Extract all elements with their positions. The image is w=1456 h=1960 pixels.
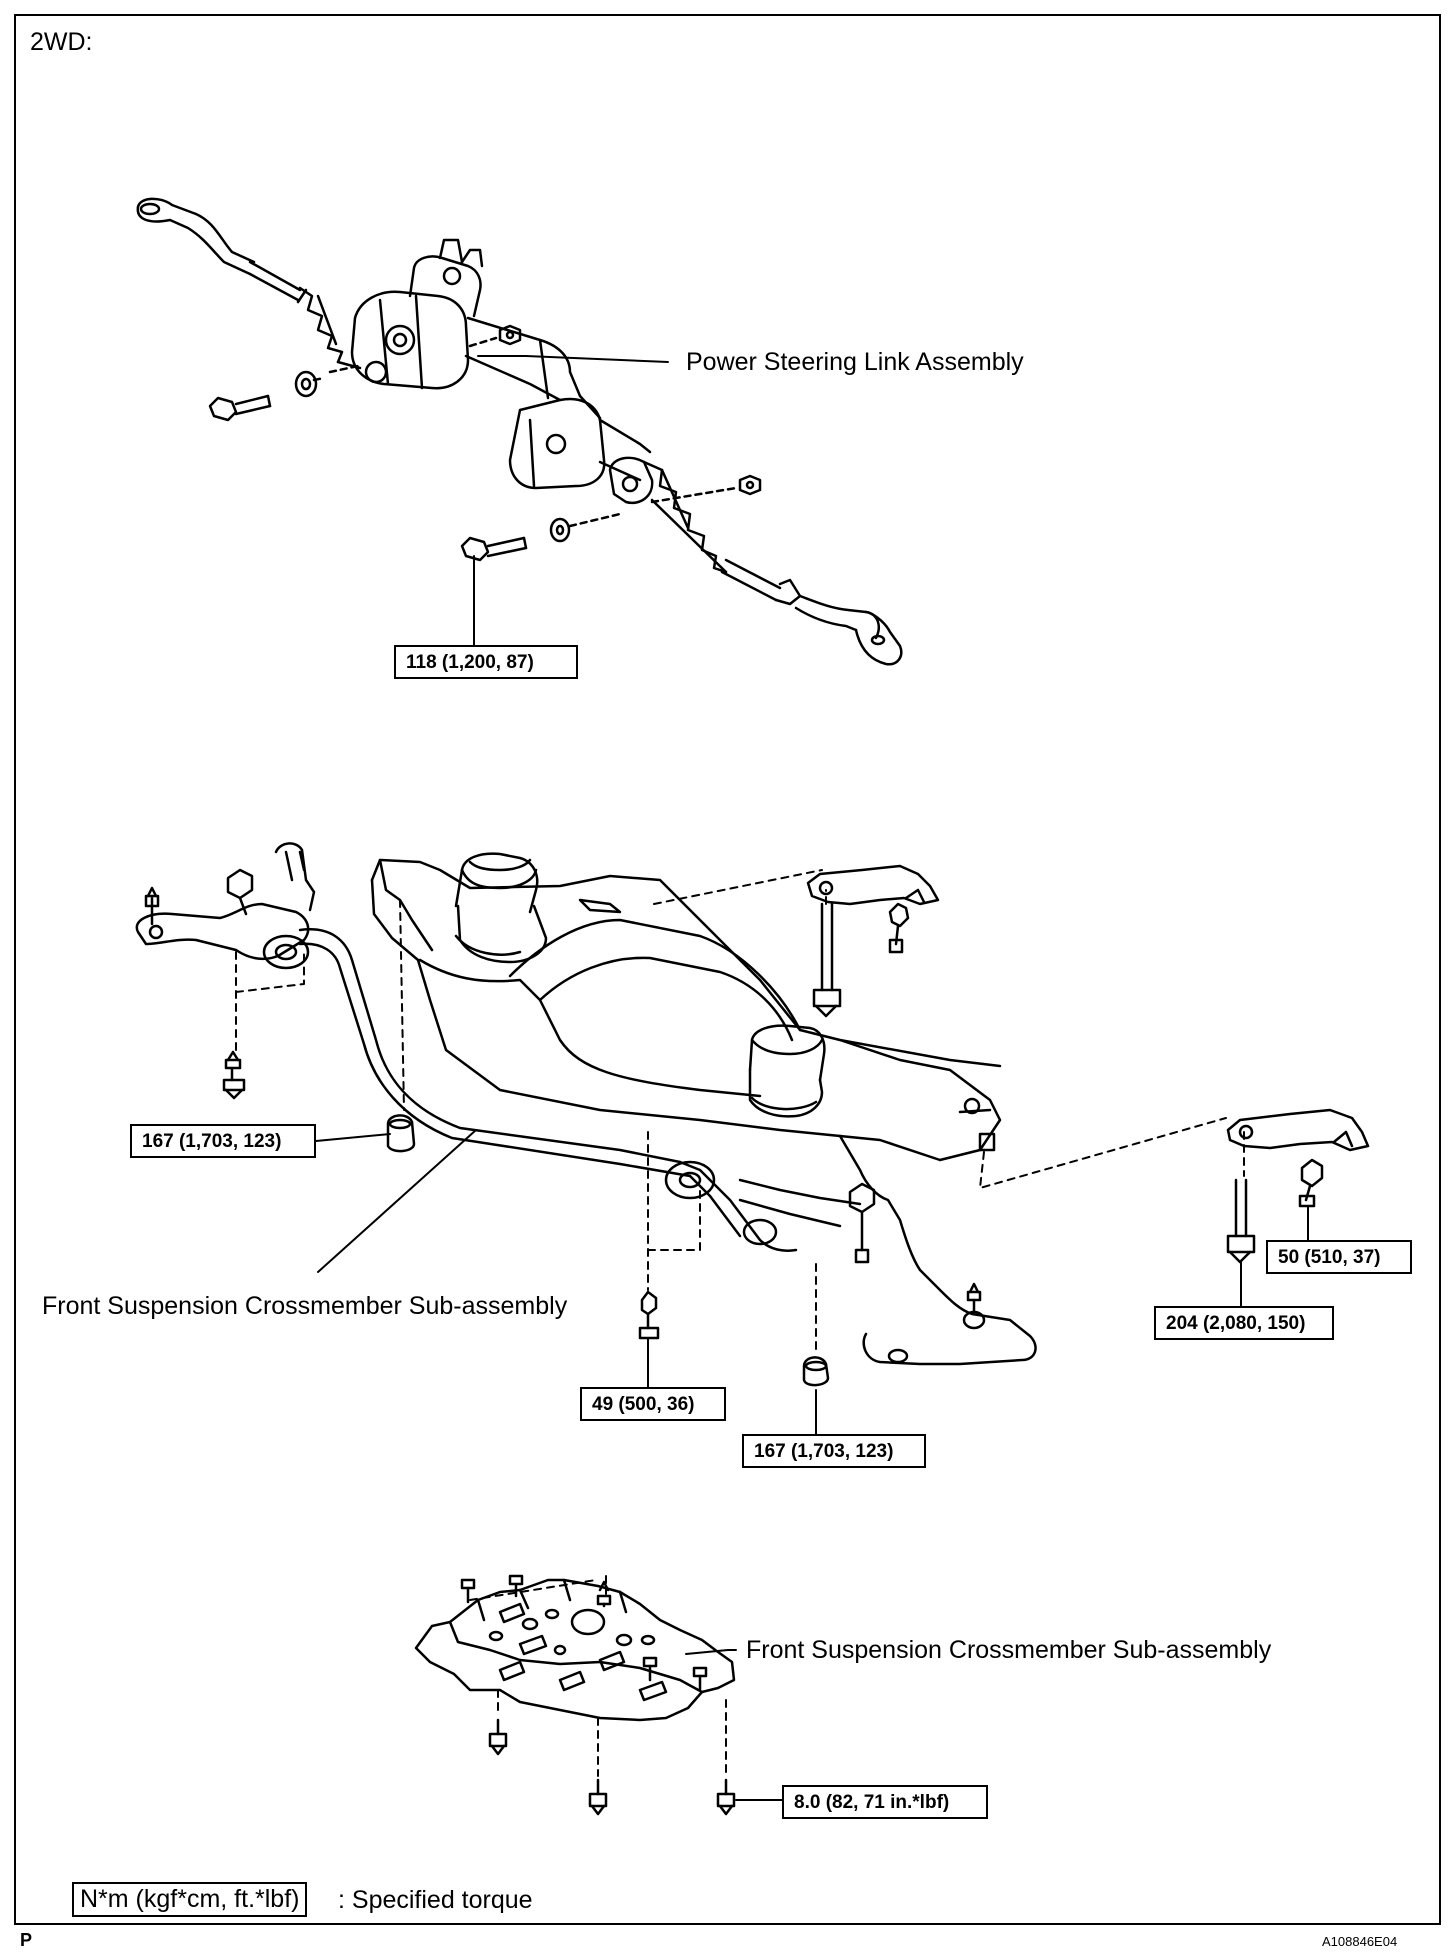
variant-label: 2WD:: [30, 28, 93, 56]
crossmember-lower-label: Front Suspension Crossmember Sub-assembl…: [746, 1636, 1272, 1664]
torque-crossmember-center: 167 (1,703, 123): [742, 1434, 926, 1468]
under-cover-illustration: [414, 1574, 783, 1816]
torque-bracket-small: 50 (510, 37): [1266, 1240, 1412, 1274]
power-steering-label: Power Steering Link Assembly: [686, 348, 1024, 376]
legend-unit-box: N*m (kgf*cm, ft.*lbf): [72, 1882, 308, 1917]
legend-meaning: : Specified torque: [338, 1886, 533, 1914]
figure-code: A108846E04: [1322, 1934, 1398, 1949]
torque-bracket-large: 204 (2,080, 150): [1154, 1306, 1334, 1340]
torque-crossmember-left: 167 (1,703, 123): [130, 1124, 316, 1158]
crossmember-main-label: Front Suspension Crossmember Sub-assembl…: [42, 1292, 568, 1320]
diagram-frame: [14, 14, 1441, 1925]
footer-left-mark: P: [20, 1930, 33, 1950]
torque-stabilizer-bolt: 49 (500, 36): [580, 1387, 726, 1421]
torque-steering-bolt: 118 (1,200, 87): [394, 645, 578, 679]
steering-rack-illustration: [136, 197, 903, 666]
torque-under-cover: 8.0 (82, 71 in.*lbf): [782, 1785, 988, 1819]
crossmember-illustration: [135, 842, 1370, 1441]
